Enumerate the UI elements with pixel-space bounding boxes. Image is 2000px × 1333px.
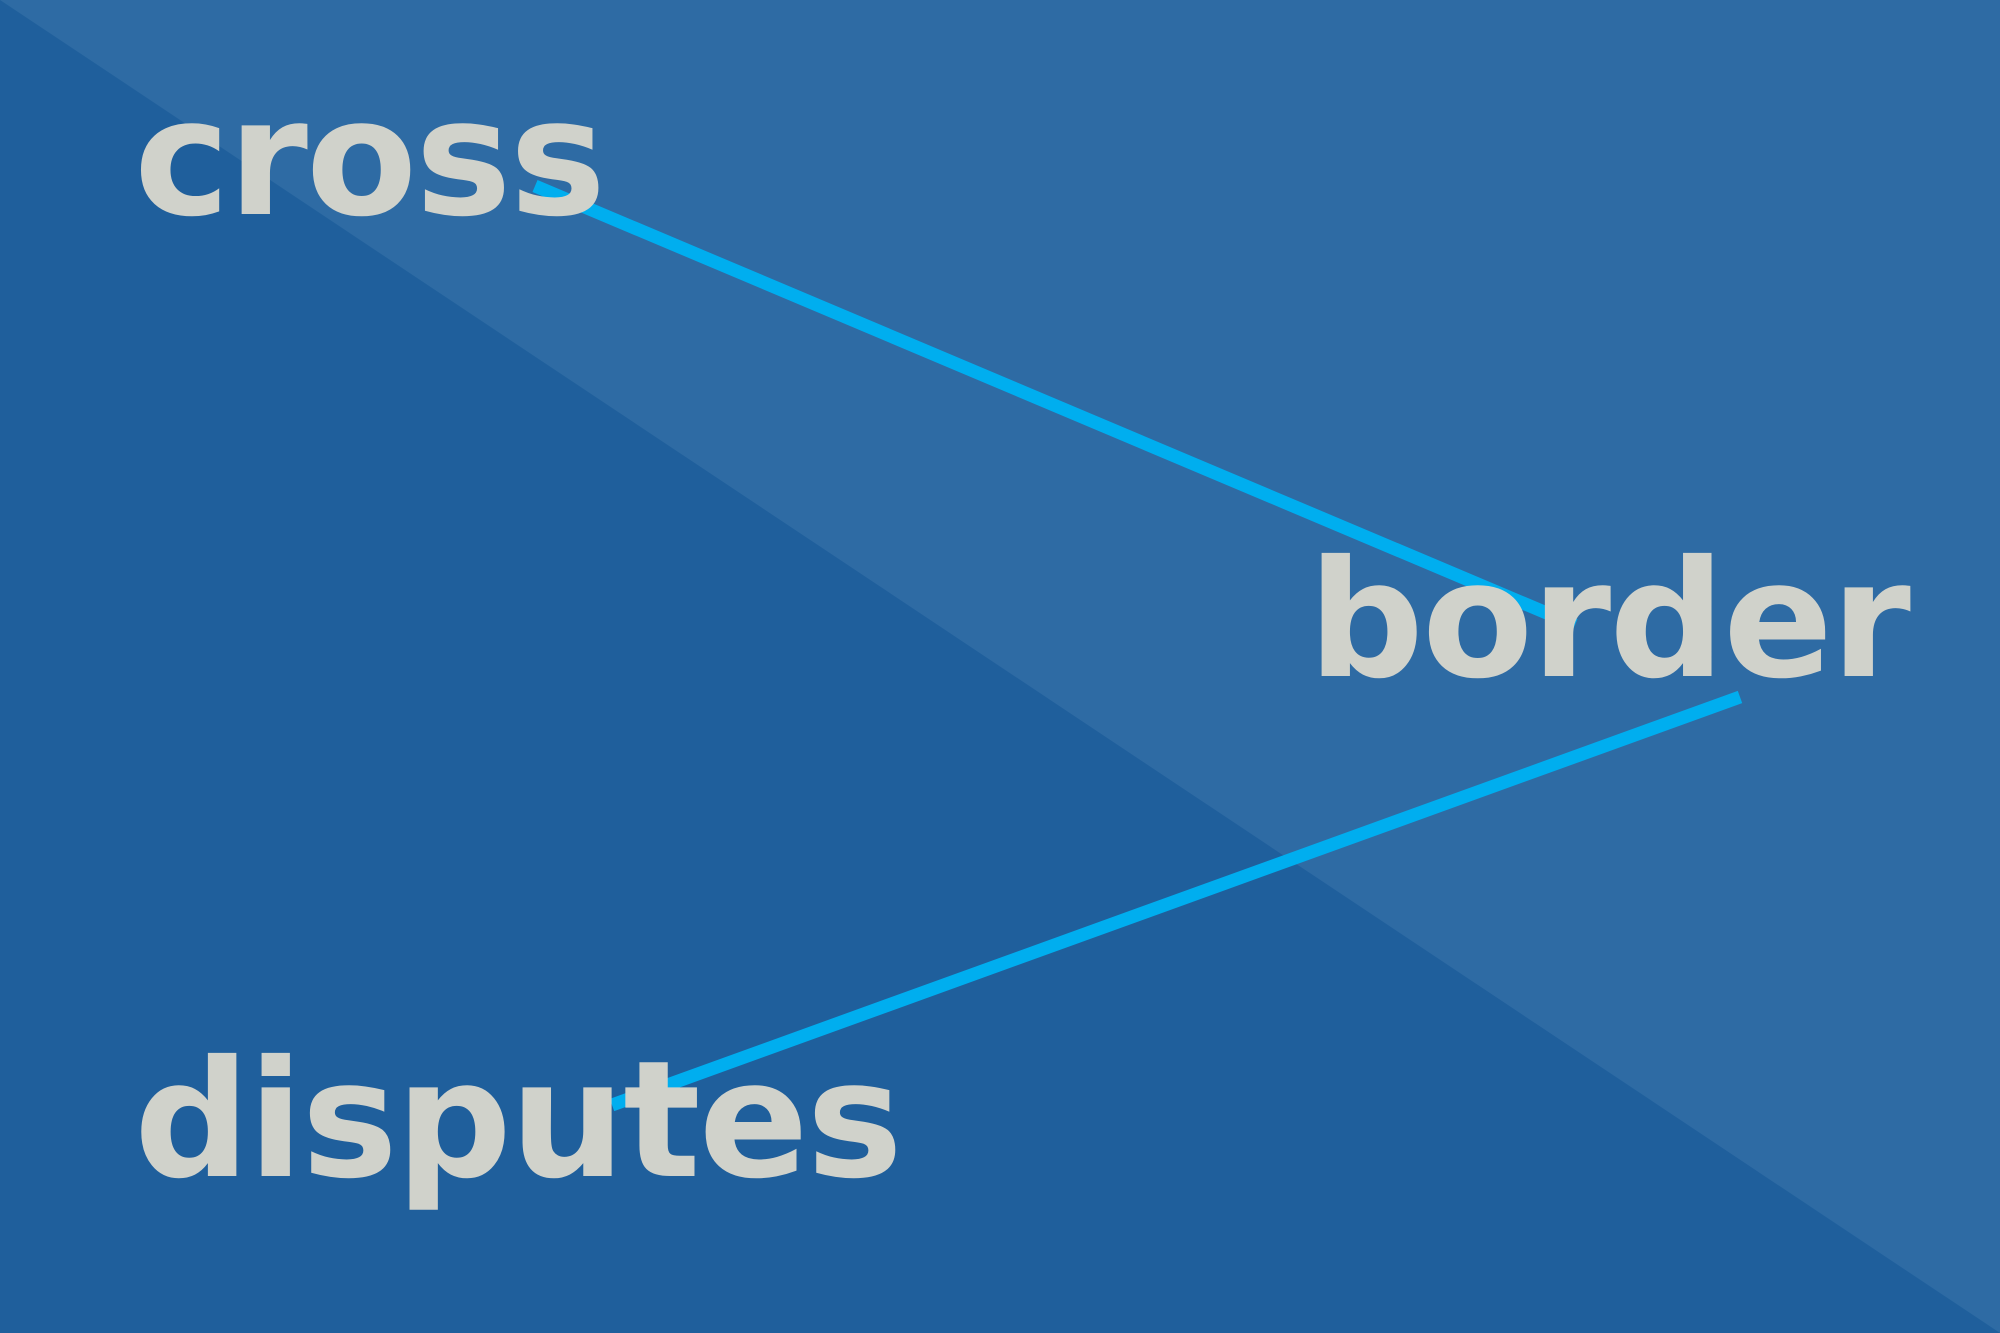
connector-line-border-disputes	[609, 690, 1743, 1112]
connector-line-cross-border	[532, 180, 1578, 631]
word-border: border	[1308, 527, 1911, 715]
word-disputes: disputes	[134, 1027, 903, 1215]
word-cross: cross	[134, 65, 606, 253]
